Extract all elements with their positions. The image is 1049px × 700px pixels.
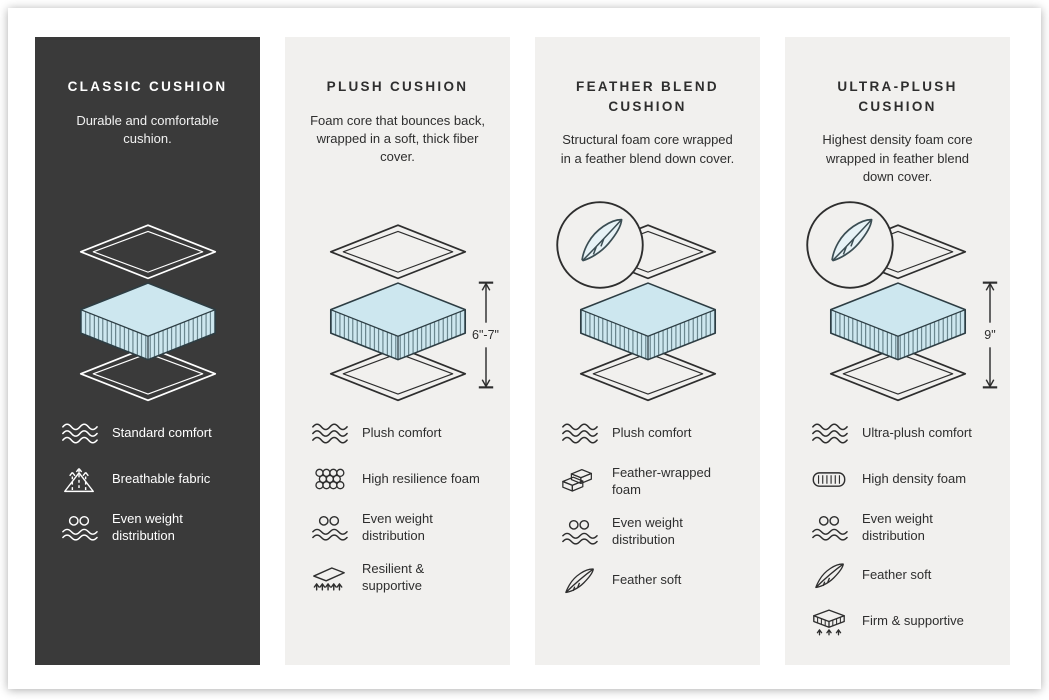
feature-row: High resilience foam	[309, 465, 486, 494]
feature-row: Firm & supportive	[809, 607, 986, 636]
feature-row: Plush comfort	[559, 419, 736, 448]
weight-distribution-icon	[59, 513, 99, 542]
feature-row: Breathable fabric	[59, 465, 236, 494]
panel-description: Structural foam core wrapped in a feathe…	[560, 132, 735, 166]
panel-header: PLUSH CUSHION Foam core that bounces bac…	[309, 77, 486, 205]
feature-label: Plush comfort	[612, 425, 692, 441]
foam-cells-icon	[309, 465, 349, 494]
feature-row: Feather-wrapped foam	[559, 465, 736, 498]
panel-description: Durable and comfortable cushion.	[76, 112, 219, 147]
weight-distribution-icon	[809, 513, 849, 542]
feature-label: Firm & supportive	[862, 613, 964, 629]
cushion-layers-illustration	[62, 222, 234, 402]
feature-row: Standard comfort	[59, 419, 236, 448]
waves-icon	[59, 419, 99, 448]
feature-label: Breathable fabric	[112, 471, 211, 487]
breathable-icon	[59, 465, 99, 494]
waves-icon	[809, 419, 849, 448]
cushion-layers-illustration	[312, 222, 484, 402]
cushion-diagram: 6"-7"	[309, 217, 499, 407]
feature-row: Even weight distribution	[809, 511, 986, 544]
density-foam-icon	[809, 465, 849, 494]
panel-ultra-plush-cushion: ULTRA-PLUSH CUSHION Highest density foam…	[785, 37, 1010, 665]
measure-bottom-arrow-icon	[477, 345, 495, 391]
panel-header: FEATHER BLEND CUSHION Structural foam co…	[559, 77, 736, 205]
feather-icon	[809, 561, 849, 590]
panel-header: ULTRA-PLUSH CUSHION Highest density foam…	[809, 77, 986, 205]
panel-title: PLUSH CUSHION	[326, 79, 469, 94]
resilient-icon	[309, 563, 349, 592]
waves-icon	[309, 419, 349, 448]
panel-description: Foam core that bounces back, wrapped in …	[310, 112, 485, 165]
feather-icon	[559, 566, 599, 595]
feature-label: Even weight distribution	[612, 515, 683, 547]
cushion-diagram: 9"	[809, 217, 986, 407]
waves-icon	[559, 419, 599, 448]
feature-label: Feather soft	[612, 571, 682, 587]
height-label: 6"-7"	[472, 328, 499, 342]
panel-header: CLASSIC CUSHION Durable and comfortable …	[59, 77, 236, 205]
height-measure: 9"	[981, 279, 999, 391]
feature-row: Ultra-plush comfort	[809, 419, 986, 448]
feature-label: Ultra-plush comfort	[862, 425, 972, 441]
feature-row: Resilient & supportive	[309, 561, 486, 594]
feature-label: Plush comfort	[362, 425, 442, 441]
cushion-diagram	[59, 217, 236, 407]
cushion-diagram	[559, 217, 736, 407]
firm-icon	[809, 607, 849, 636]
cushion-comparison: CLASSIC CUSHION Durable and comfortable …	[35, 37, 1010, 665]
feature-row: High density foam	[809, 465, 986, 494]
measure-top-arrow-icon	[477, 279, 495, 325]
feature-label: Feather-wrapped foam	[612, 465, 711, 497]
panel-plush-cushion: PLUSH CUSHION Foam core that bounces bac…	[285, 37, 510, 665]
feature-row: Feather soft	[559, 566, 736, 595]
panel-feather-blend-cushion: FEATHER BLEND CUSHION Structural foam co…	[535, 37, 760, 665]
feature-row: Even weight distribution	[309, 511, 486, 544]
feature-label: Standard comfort	[112, 425, 212, 441]
panel-description: Highest density foam core wrapped in fea…	[822, 132, 973, 185]
panel-title: FEATHER BLEND CUSHION	[576, 79, 719, 114]
feature-row: Even weight distribution	[59, 511, 236, 544]
feature-row: Plush comfort	[309, 419, 486, 448]
feature-label: Resilient & supportive	[362, 561, 425, 593]
feature-label: Even weight distribution	[362, 511, 433, 543]
feature-label: Even weight distribution	[862, 511, 933, 543]
feature-label: High resilience foam	[362, 471, 480, 487]
panel-title: ULTRA-PLUSH CUSHION	[837, 79, 958, 114]
feather-badge-icon	[803, 198, 897, 292]
feature-label: High density foam	[862, 471, 967, 487]
height-measure: 6"-7"	[472, 279, 499, 391]
weight-distribution-icon	[309, 513, 349, 542]
feature-row: Feather soft	[809, 561, 986, 590]
panel-classic-cushion: CLASSIC CUSHION Durable and comfortable …	[35, 37, 260, 665]
weight-distribution-icon	[559, 517, 599, 546]
feather-badge-icon	[553, 198, 647, 292]
feature-label: Feather soft	[862, 567, 932, 583]
feature-label: Even weight distribution	[112, 511, 183, 543]
height-label: 9"	[984, 328, 996, 342]
measure-bottom-arrow-icon	[981, 345, 999, 391]
panel-title: CLASSIC CUSHION	[67, 79, 228, 94]
feature-row: Even weight distribution	[559, 515, 736, 548]
measure-top-arrow-icon	[981, 279, 999, 325]
feather-foam-icon	[559, 467, 599, 496]
